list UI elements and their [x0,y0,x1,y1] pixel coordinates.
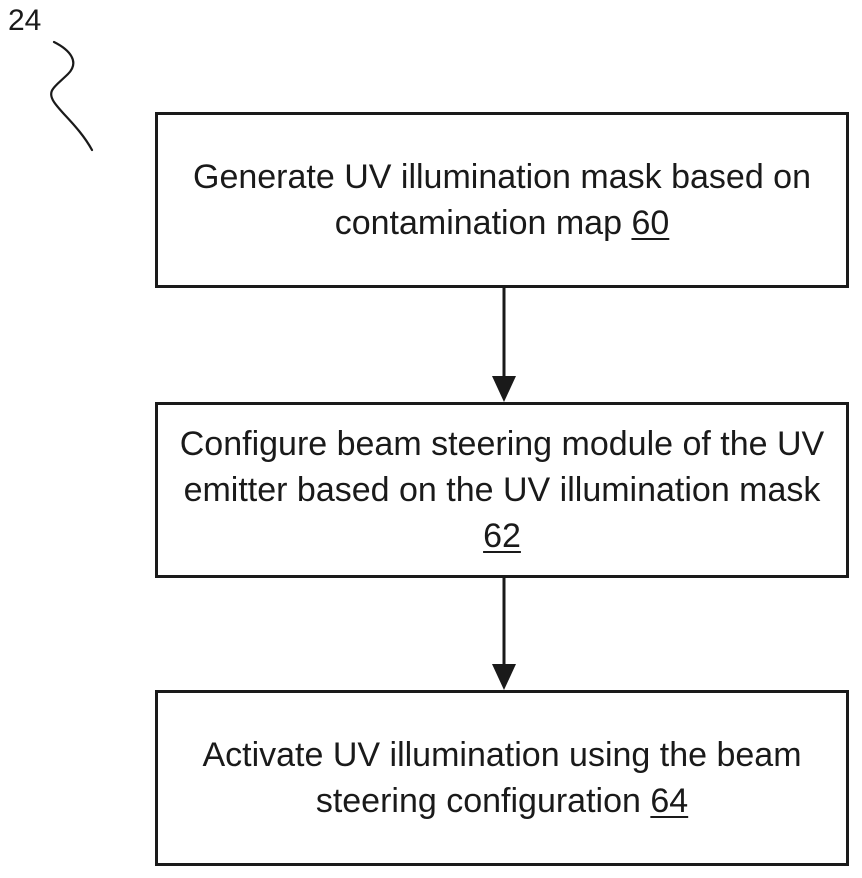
step-description: Configure beam steering module of the UV… [179,425,825,509]
step-box-generate-mask: Generate UV illumination mask based on c… [155,112,849,288]
figure-reference-label: 24 [8,4,42,37]
step-reference-number: 60 [631,204,670,242]
flow-arrow-2 [492,578,516,690]
step-box-configure-beam-steering: Configure beam steering module of the UV… [155,402,849,578]
flow-arrow-1 [492,288,516,402]
step-text: Activate UV illumination using the beam … [158,732,846,824]
step-text: Generate UV illumination mask based on c… [158,154,846,246]
step-box-activate-illumination: Activate UV illumination using the beam … [155,690,849,866]
step-reference-number: 62 [483,517,521,555]
step-reference-number: 64 [650,782,689,820]
step-text: Configure beam steering module of the UV… [158,421,846,559]
reference-leader-line [50,40,94,152]
step-description: Activate UV illumination using the beam … [202,736,802,820]
step-description: Generate UV illumination mask based on c… [193,158,811,242]
